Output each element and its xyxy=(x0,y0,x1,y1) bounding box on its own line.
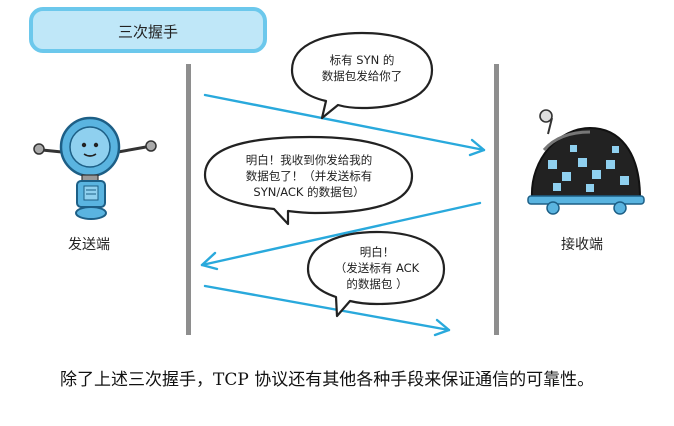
bubble-syn-text: 标有 SYN 的 数据包发给你了 xyxy=(302,52,422,84)
handshake-diagram: 三次握手 xyxy=(29,7,645,337)
bubble-syn-ack-line2: 数据包了！（并发送标有 xyxy=(245,169,373,183)
bubble-syn-line1: 标有 SYN 的 xyxy=(329,53,395,67)
bubble-ack-text: 明白！ （发送标有 ACK 的数据包 ） xyxy=(318,244,436,292)
diagram-graphics xyxy=(33,31,645,337)
bubble-syn-ack-line1: 明白！我收到你发给我的 xyxy=(245,153,373,167)
bubble-ack-line2: （发送标有 ACK xyxy=(334,261,420,275)
syn-ack-arrow xyxy=(200,201,482,271)
speech-bubble-ack xyxy=(306,230,446,318)
sender-robot-illustration xyxy=(33,116,157,220)
syn-arrow xyxy=(203,93,486,157)
diagram-title: 三次握手 xyxy=(117,23,178,41)
bubble-ack-line1: 明白！ xyxy=(359,245,395,259)
receiver-label: 接收端 xyxy=(561,237,603,253)
diagram-title-pill: 三次握手 xyxy=(29,7,267,53)
speech-bubble-syn xyxy=(290,31,434,120)
bubble-syn-ack-text: 明白！我收到你发给我的 数据包了！（并发送标有 SYN/ACK 的数据包） xyxy=(214,152,404,200)
ack-arrow xyxy=(203,284,451,337)
receiver-timeline xyxy=(494,64,499,335)
bubble-syn-line2: 数据包发给你了 xyxy=(321,69,403,83)
speech-bubble-syn-ack xyxy=(203,135,414,226)
body-paragraph: 除了上述三次握手，TCP 协议还有其他各种手段来保证通信的可靠性。 xyxy=(60,370,595,390)
bubble-ack-line3: 的数据包 ） xyxy=(346,277,408,291)
sender-timeline xyxy=(186,64,191,335)
receiver-robot-illustration xyxy=(527,109,645,215)
sender-label: 发送端 xyxy=(68,237,110,253)
bubble-syn-ack-line3: SYN/ACK 的数据包） xyxy=(253,185,365,199)
